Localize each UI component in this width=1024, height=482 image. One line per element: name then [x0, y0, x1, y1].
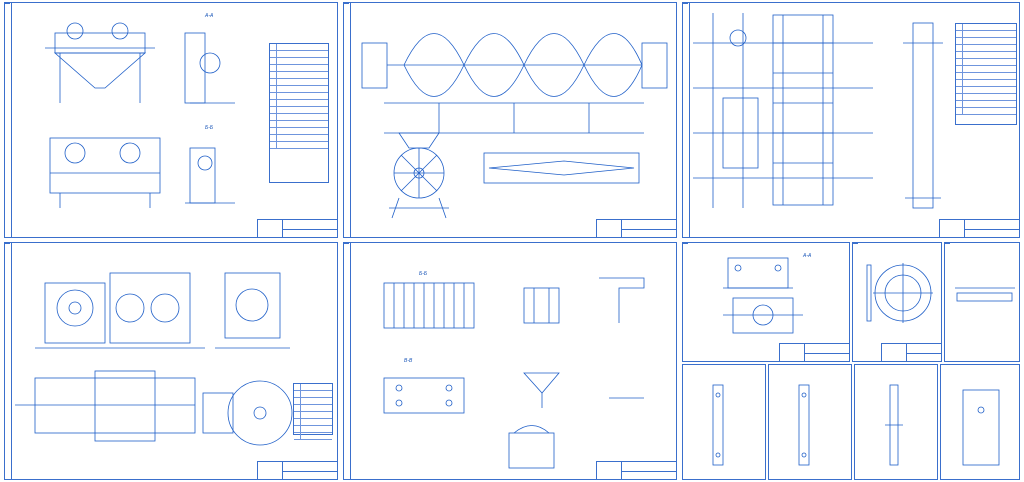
spec-row [270, 93, 328, 100]
spec-row [956, 38, 1016, 45]
drawing-sheet-8 [944, 242, 1020, 362]
spec-row [270, 51, 328, 58]
title-block [596, 219, 676, 237]
view-label: Б-Б [419, 271, 428, 277]
title-block [257, 219, 337, 237]
spec-row [270, 114, 328, 121]
spec-row [270, 86, 328, 93]
spec-row [956, 24, 1016, 31]
drawing-view-3 [693, 13, 943, 209]
sheet-tag [343, 242, 349, 244]
spec-row [956, 108, 1016, 115]
drawing-sheet-6: А-А [682, 242, 850, 362]
spec-row [270, 100, 328, 107]
sheet-tag [682, 242, 688, 244]
view-label: A-A [205, 13, 214, 19]
detail-view [798, 384, 810, 466]
detail-view [962, 389, 1000, 466]
parts-specification-table [293, 383, 333, 440]
drawing-view-8 [955, 287, 1015, 302]
spec-row [294, 419, 332, 426]
drawing-sheet-2 [343, 2, 677, 238]
title-block [779, 343, 849, 361]
spec-row [270, 58, 328, 65]
spec-row [294, 391, 332, 398]
sheet-tag [852, 242, 858, 244]
view-label: В-В [404, 358, 413, 364]
sheet-side-strip [344, 243, 351, 479]
spec-row [294, 405, 332, 412]
spec-row [270, 121, 328, 128]
title-block [881, 343, 941, 361]
spec-row [270, 44, 328, 51]
spec-row [270, 107, 328, 114]
drawing-sheet-detail-1 [682, 364, 766, 480]
spec-row [956, 73, 1016, 80]
spec-row [956, 59, 1016, 66]
drawing-sheet-1: A-A Б-Б [4, 2, 338, 238]
title-block [596, 461, 676, 479]
parts-specification-table [269, 43, 329, 183]
spec-row [270, 135, 328, 142]
drawing-sheet-detail-4 [940, 364, 1020, 480]
detail-view [885, 384, 903, 466]
drawing-sheet-detail-3 [854, 364, 938, 480]
drawing-sheet-5: Б-Б В-В [343, 242, 677, 480]
sheet-side-strip [5, 3, 12, 237]
sheet-tag [944, 242, 950, 244]
drawing-sheet-4 [4, 242, 338, 480]
sheet-side-strip [5, 243, 12, 479]
spec-row [270, 65, 328, 72]
sheet-side-strip [683, 3, 690, 237]
view-label: А-А [803, 253, 812, 259]
spec-row [294, 412, 332, 419]
sheet-side-strip [344, 3, 351, 237]
spec-row [270, 79, 328, 86]
spec-row [294, 433, 332, 440]
spec-row [956, 80, 1016, 87]
spec-row [294, 398, 332, 405]
detail-view [712, 384, 724, 466]
spec-row [956, 31, 1016, 38]
spec-row [956, 94, 1016, 101]
drawing-view-6 [723, 257, 803, 334]
sheet-tag [4, 242, 10, 244]
drawing-sheet-3 [682, 2, 1020, 238]
view-label: Б-Б [205, 125, 214, 131]
drawing-view-1 [45, 22, 235, 208]
sheet-tag [343, 2, 349, 4]
spec-row [956, 66, 1016, 73]
drawing-sheet-7 [852, 242, 942, 362]
drawing-view-5 [383, 277, 645, 469]
spec-row [956, 87, 1016, 94]
drawing-view-7 [866, 263, 933, 323]
drawing-view-4 [15, 272, 293, 446]
spec-row [270, 72, 328, 79]
spec-row [956, 101, 1016, 108]
title-block [939, 219, 1019, 237]
sheet-tag [4, 2, 10, 4]
spec-row [294, 384, 332, 391]
spec-row [956, 45, 1016, 52]
drawing-sheet-detail-2 [768, 364, 852, 480]
parts-specification-table [955, 23, 1017, 125]
title-block [257, 461, 337, 479]
sheet-tag [682, 2, 688, 4]
spec-row [956, 52, 1016, 59]
spec-row [270, 128, 328, 135]
spec-row [294, 426, 332, 433]
drawing-view-2 [361, 33, 668, 219]
spec-row [270, 142, 328, 149]
